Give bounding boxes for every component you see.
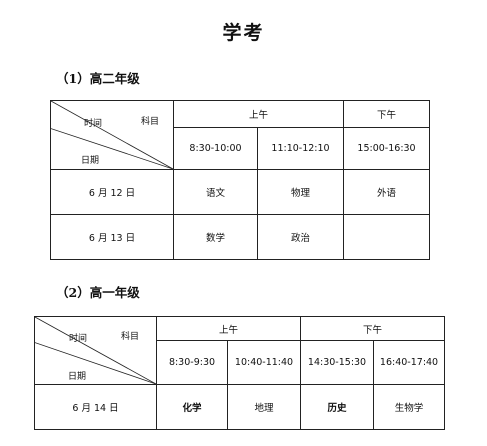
subject-cell: 语文 <box>173 169 258 215</box>
date-cell: 6 月 13 日 <box>50 214 174 260</box>
subject-cell: 数学 <box>173 214 258 260</box>
corner-header-cell: 时间 科目 日期 <box>50 100 174 170</box>
time-slot: 8:30-9:30 <box>156 340 228 385</box>
corner-label-subject: 科目 <box>121 332 140 342</box>
time-slot: 10:40-11:40 <box>226 340 302 385</box>
period-header-afternoon: 下午 <box>343 100 431 128</box>
subject-cell: 化学 <box>156 384 228 430</box>
subject-cell: 物理 <box>256 169 345 215</box>
period-header-morning: 上午 <box>155 316 302 341</box>
time-slot: 14:30-15:30 <box>300 340 375 385</box>
section-heading-grade-10: （2）高一年级 <box>56 285 140 300</box>
table-row: 6 月 12 日 语文 物理 外语 <box>50 169 431 215</box>
date-cell: 6 月 12 日 <box>50 169 174 215</box>
period-header-afternoon: 下午 <box>300 316 446 341</box>
page-title: 学考 <box>222 22 265 44</box>
subject-cell: 生物学 <box>373 384 446 430</box>
subject-cell: 历史 <box>300 384 375 430</box>
corner-header-cell: 时间 科目 日期 <box>34 316 157 385</box>
subject-cell <box>343 214 431 260</box>
subject-cell: 政治 <box>256 214 345 260</box>
corner-diagonal-lines <box>35 317 156 384</box>
corner-label-time: 时间 <box>69 334 88 344</box>
time-slot: 8:30-10:00 <box>173 127 258 170</box>
corner-label-subject: 科目 <box>141 117 160 127</box>
subject-cell: 地理 <box>226 384 302 430</box>
time-slot: 11:10-12:10 <box>256 127 345 170</box>
schedule-table-grade-10: 时间 科目 日期 上午 下午 8:30-9:30 10:40-11:40 14:… <box>34 316 446 430</box>
date-cell: 6 月 14 日 <box>34 384 157 430</box>
table-row: 6 月 13 日 数学 政治 <box>50 214 431 260</box>
time-slot: 15:00-16:30 <box>343 127 431 170</box>
section-heading-grade-11: （1）高二年级 <box>56 71 140 86</box>
corner-label-time: 时间 <box>84 119 103 129</box>
corner-label-date: 日期 <box>68 372 87 382</box>
period-header-morning: 上午 <box>172 100 345 128</box>
table-row: 6 月 14 日 化学 地理 历史 生物学 <box>34 384 446 430</box>
subject-cell: 外语 <box>343 169 431 215</box>
corner-label-date: 日期 <box>81 156 100 166</box>
schedule-table-grade-11: 时间 科目 日期 上午 下午 8:30-10:00 11:10-12:10 15… <box>50 100 431 260</box>
time-slot: 16:40-17:40 <box>373 340 446 385</box>
corner-diagonal-lines <box>51 101 173 169</box>
